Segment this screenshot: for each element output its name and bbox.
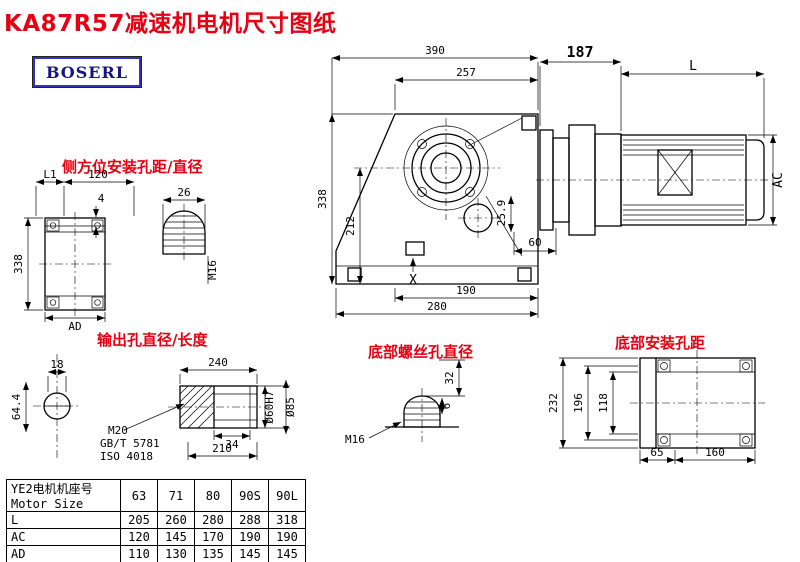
motor-fins xyxy=(623,139,744,221)
side-part-outline xyxy=(39,212,111,316)
label-side-mount: 侧方位安装孔距/直径 xyxy=(62,158,203,176)
dim-232: 232 xyxy=(547,393,560,413)
table-row-AC: AC 120 145 170 190 190 xyxy=(6,528,306,546)
label-bottom-mount: 底部安装孔距 xyxy=(615,334,706,352)
dim-6: 6 xyxy=(440,403,453,410)
dim-34: 34 xyxy=(225,438,239,451)
table-cell: 135 xyxy=(194,545,232,562)
brand-logo: BOSERL xyxy=(32,56,142,88)
dim-257: 257 xyxy=(456,66,476,79)
dim-M16-side: M16 xyxy=(206,260,219,280)
motor-outline xyxy=(536,124,770,236)
label-bottom-screw: 底部螺丝孔直径 xyxy=(368,343,474,361)
table-cell: 318 xyxy=(268,511,306,529)
dim-338: 338 xyxy=(316,189,329,209)
table-cell: 190 xyxy=(268,528,306,546)
screw-dimensions: 32 6 M16 xyxy=(345,359,465,446)
dim-M20: M20 xyxy=(108,424,128,437)
table-header-en: Motor Size xyxy=(11,497,84,511)
shaft-side-view xyxy=(168,385,270,429)
table-cell: 260 xyxy=(157,511,195,529)
gearbox-outline xyxy=(335,113,539,285)
table-cell: 190 xyxy=(231,528,269,546)
brand-logo-text: BOSERL xyxy=(45,62,129,82)
surface-mark-x: X xyxy=(409,273,417,288)
table-cell: 145 xyxy=(231,545,269,562)
slot-detail xyxy=(162,204,209,284)
main-dimensions: 390 257 187 L 338 212 AC 25.9 60 190 xyxy=(316,43,786,318)
dim-118: 118 xyxy=(597,393,610,413)
table-col-71: 71 xyxy=(157,479,195,512)
bottom-part-outline xyxy=(630,350,765,456)
dim-212: 212 xyxy=(344,216,357,236)
table-header-row: YE2电机机座号 Motor Size 63 71 80 90S 90L xyxy=(6,479,306,512)
row-label: L xyxy=(6,511,121,529)
bottom-mount-drawing: 232 196 118 65 160 xyxy=(547,350,765,464)
side-mount-drawing: L1 120 4 338 AD 26 M16 xyxy=(12,168,219,333)
dim-120: 120 xyxy=(88,168,108,181)
dim-65: 65 xyxy=(650,446,663,459)
input-bore-circles xyxy=(354,118,500,238)
page-title: KA87R57减速机电机尺寸图纸 xyxy=(4,11,337,37)
table-col-90s: 90S xyxy=(231,479,269,512)
dim-160: 160 xyxy=(705,446,725,459)
main-assembly-drawing: 390 257 187 L 338 212 AC 25.9 60 190 xyxy=(316,43,786,318)
dim-32: 32 xyxy=(443,371,456,384)
dim-60: 60 xyxy=(528,236,541,249)
table-cell: 145 xyxy=(157,528,195,546)
table-cell: 120 xyxy=(120,528,158,546)
output-shaft-drawing: 18 64.4 240 34 210 M20 GB/T 5781 ISO 401… xyxy=(10,354,297,463)
dim-AD: AD xyxy=(68,320,81,333)
row-label: AC xyxy=(6,528,121,546)
table-cell: 145 xyxy=(268,545,306,562)
dim-M16-screw: M16 xyxy=(345,433,365,446)
dim-d85: Ø85 xyxy=(284,397,297,417)
dim-25-9: 25.9 xyxy=(495,200,508,227)
table-cell: 130 xyxy=(157,545,195,562)
table-cell: 205 xyxy=(120,511,158,529)
dim-280: 280 xyxy=(427,300,447,313)
dim-L1: L1 xyxy=(43,168,56,181)
dim-187: 187 xyxy=(566,43,593,61)
dim-4: 4 xyxy=(98,192,105,205)
motor-nameplate xyxy=(657,149,693,196)
dim-190: 190 xyxy=(456,284,476,297)
table-col-63: 63 xyxy=(120,479,158,512)
side-dimensions: L1 120 4 338 AD 26 M16 xyxy=(12,168,219,333)
table-cell: 288 xyxy=(231,511,269,529)
table-header-cell: YE2电机机座号 Motor Size xyxy=(6,479,121,512)
dim-196: 196 xyxy=(572,393,585,413)
table-col-90l: 90L xyxy=(268,479,306,512)
table-col-80: 80 xyxy=(194,479,232,512)
dim-64-4: 64.4 xyxy=(10,393,23,420)
table-row-L: L 205 260 280 288 318 xyxy=(6,511,306,529)
output-dimensions: 18 64.4 240 34 210 M20 GB/T 5781 ISO 401… xyxy=(10,356,297,463)
bottom-dimensions: 232 196 118 65 160 xyxy=(547,357,756,464)
bottom-screw-drawing: 32 6 M16 xyxy=(345,359,465,446)
std-iso: ISO 4018 xyxy=(100,450,153,463)
dim-240: 240 xyxy=(208,356,228,369)
row-label: AD xyxy=(6,545,121,562)
table-row-AD: AD 110 130 135 145 145 xyxy=(6,545,306,562)
dim-AC: AC xyxy=(771,172,786,188)
table-cell: 110 xyxy=(120,545,158,562)
table-cell: 170 xyxy=(194,528,232,546)
dim-338-side: 338 xyxy=(12,254,25,274)
motor-size-table: YE2电机机座号 Motor Size 63 71 80 90S 90L L 2… xyxy=(6,479,306,562)
dim-18: 18 xyxy=(50,358,63,371)
dim-26: 26 xyxy=(177,186,190,199)
std-gb: GB/T 5781 xyxy=(100,437,160,450)
dim-390: 390 xyxy=(425,44,445,57)
table-cell: 280 xyxy=(194,511,232,529)
dim-d60: Ø60H7 xyxy=(263,390,276,423)
dim-L: L xyxy=(689,59,697,74)
dim-210: 210 xyxy=(212,442,232,455)
table-header-cn: YE2电机机座号 xyxy=(11,482,93,496)
label-output-hole: 输出孔直径/长度 xyxy=(97,331,208,349)
